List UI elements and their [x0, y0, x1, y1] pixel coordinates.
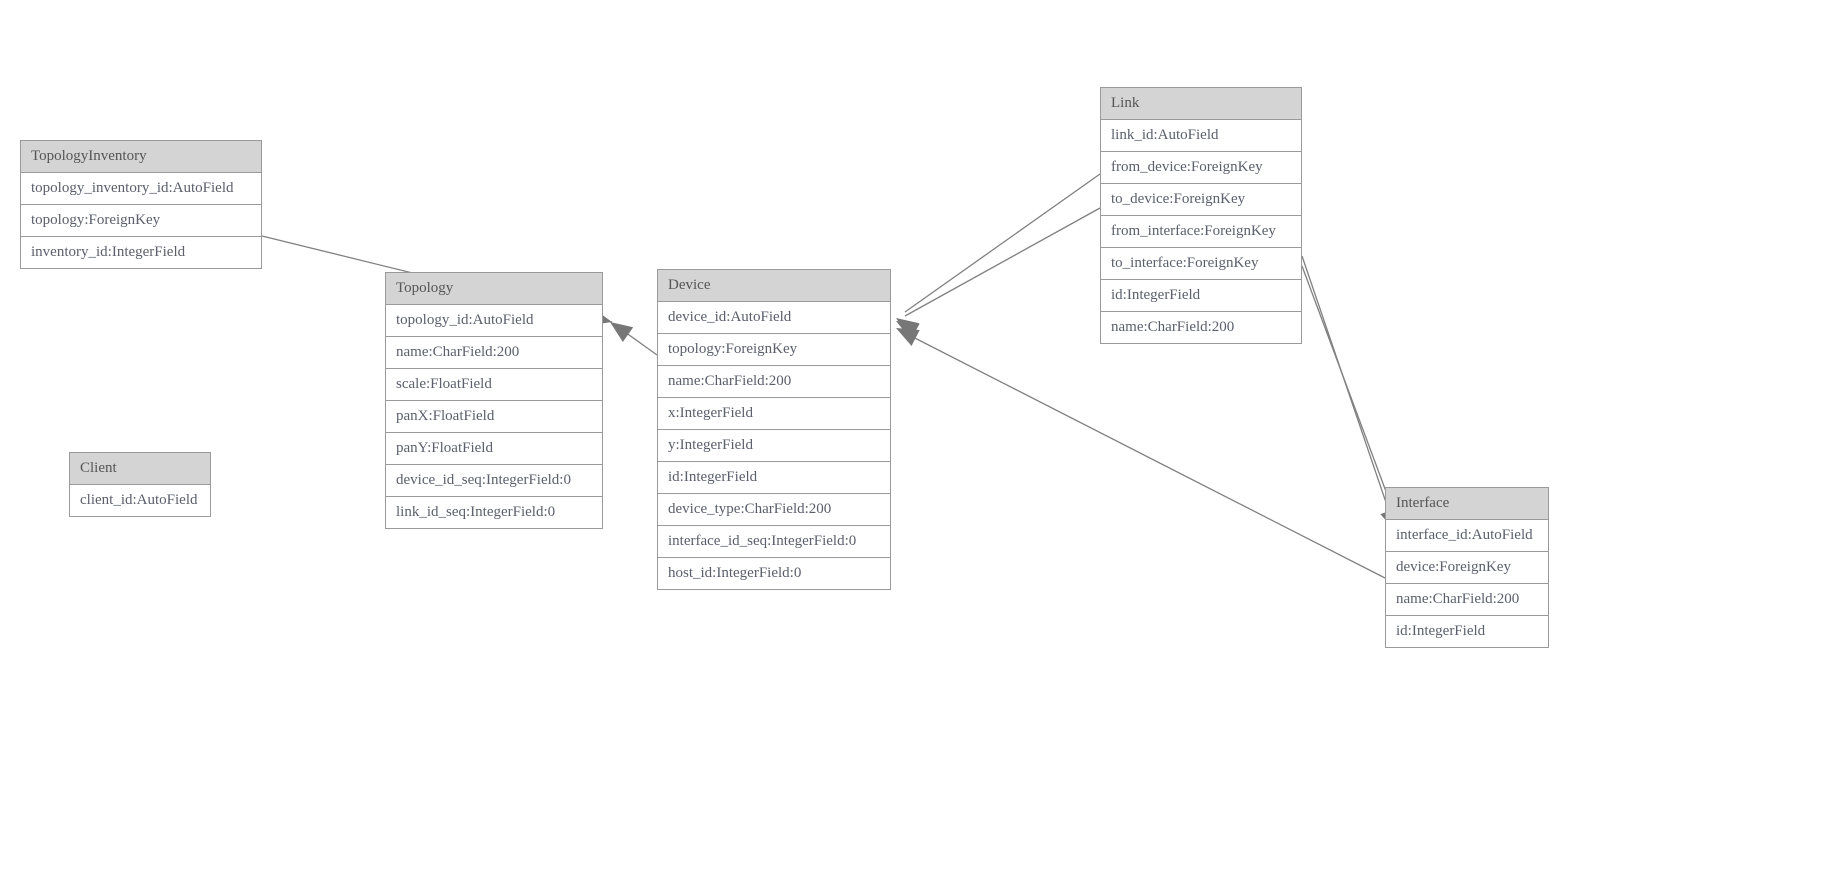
attribute-row: inventory_id:IntegerField — [21, 237, 261, 268]
entity-title-client: Client — [70, 453, 210, 485]
attribute-row: topology:ForeignKey — [658, 334, 890, 366]
attribute-row: name:CharField:200 — [386, 337, 602, 369]
entity-title-topology: Topology — [386, 273, 602, 305]
entity-title-device: Device — [658, 270, 890, 302]
attribute-row: from_device:ForeignKey — [1101, 152, 1301, 184]
attribute-row: host_id:IntegerField:0 — [658, 558, 890, 589]
attribute-row: id:IntegerField — [658, 462, 890, 494]
relationship-device-topology — [610, 322, 658, 356]
attribute-row: device:ForeignKey — [1386, 552, 1548, 584]
relationship-link-device-to — [896, 207, 1101, 340]
attribute-row: name:CharField:200 — [1101, 312, 1301, 343]
arrowhead — [896, 328, 920, 347]
attribute-row: interface_id:AutoField — [1386, 520, 1548, 552]
attribute-row: interface_id_seq:IntegerField:0 — [658, 526, 890, 558]
attribute-row: to_interface:ForeignKey — [1101, 248, 1301, 280]
entity-title-link: Link — [1101, 88, 1301, 120]
entity-title-interface: Interface — [1386, 488, 1548, 520]
arrowhead — [610, 322, 634, 342]
attribute-row: to_device:ForeignKey — [1101, 184, 1301, 216]
attribute-row: link_id:AutoField — [1101, 120, 1301, 152]
attribute-row: client_id:AutoField — [70, 485, 210, 516]
attribute-row: scale:FloatField — [386, 369, 602, 401]
attribute-row: name:CharField:200 — [658, 366, 890, 398]
attribute-row: id:IntegerField — [1386, 616, 1548, 647]
attribute-row: id:IntegerField — [1101, 280, 1301, 312]
attribute-row: device_id_seq:IntegerField:0 — [386, 465, 602, 497]
attribute-row: name:CharField:200 — [1386, 584, 1548, 616]
attribute-row: device_type:CharField:200 — [658, 494, 890, 526]
attribute-row: link_id_seq:IntegerField:0 — [386, 497, 602, 528]
attribute-row: y:IntegerField — [658, 430, 890, 462]
entity-title-topologyinventory: TopologyInventory — [21, 141, 261, 173]
attribute-row: topology_id:AutoField — [386, 305, 602, 337]
relationship-interface-device — [896, 328, 1386, 579]
attribute-row: panX:FloatField — [386, 401, 602, 433]
attribute-row: topology_inventory_id:AutoField — [21, 173, 261, 205]
relationship-link-device-from — [896, 173, 1101, 338]
attribute-row: from_interface:ForeignKey — [1101, 216, 1301, 248]
attribute-row: panY:FloatField — [386, 433, 602, 465]
attribute-row: topology:ForeignKey — [21, 205, 261, 237]
attribute-row: device_id:AutoField — [658, 302, 890, 334]
attribute-row: x:IntegerField — [658, 398, 890, 430]
